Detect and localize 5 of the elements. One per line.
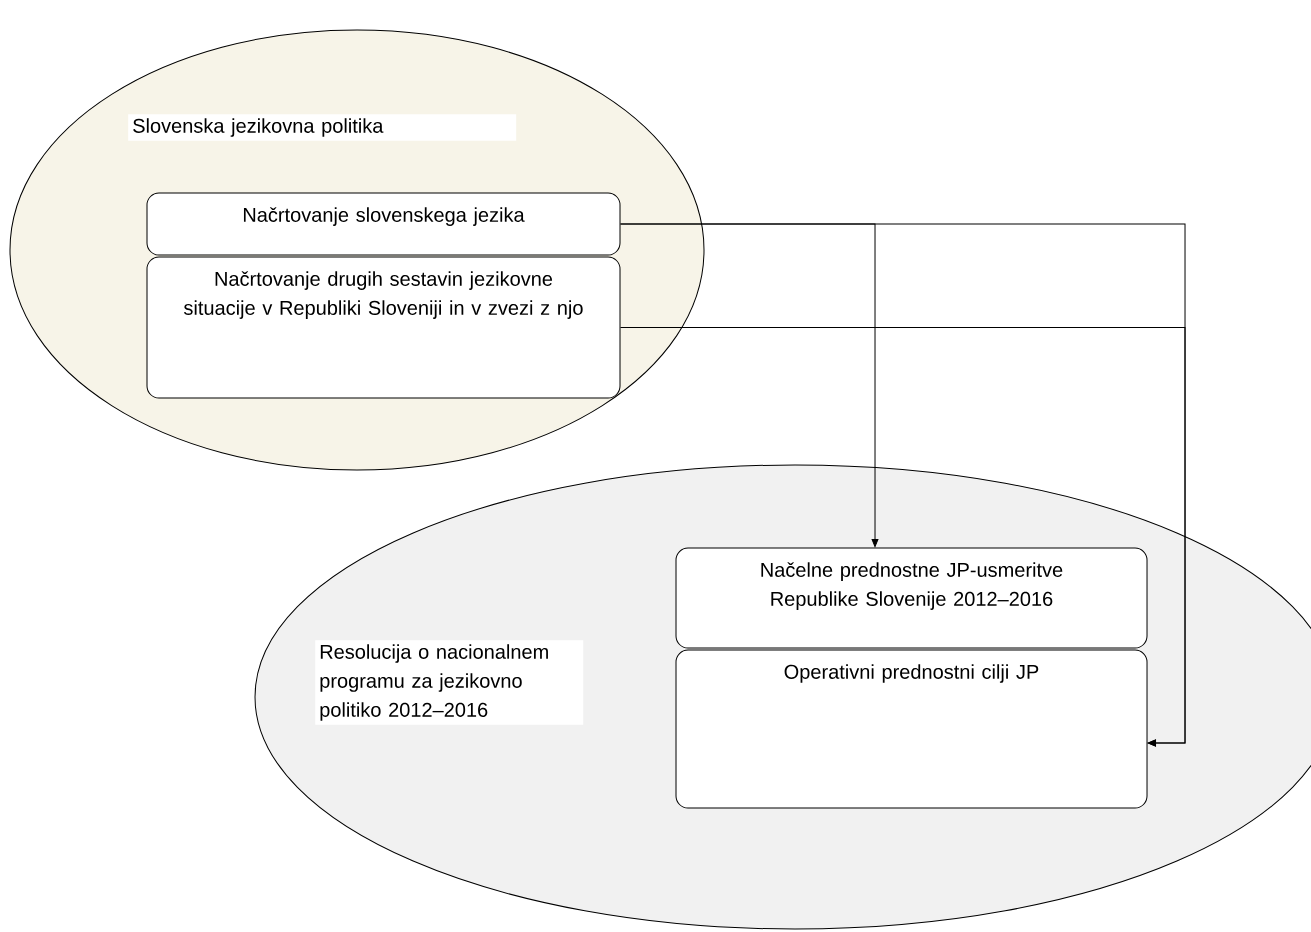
rounded-box: Načrtovanje slovenskega jezika (146, 192, 621, 256)
rounded-box: Operativni prednostni cilji JP (675, 649, 1148, 809)
arrow (620, 327, 1186, 747)
rounded-box: Načelne prednostne JP-usmeritve Republike Slovenije 2012–2016 (675, 547, 1148, 649)
rounded-box: Načrtovanje drugih sestavin jezikovne situacije v Republiki Sloveniji in v zvezi z njo (146, 256, 621, 399)
